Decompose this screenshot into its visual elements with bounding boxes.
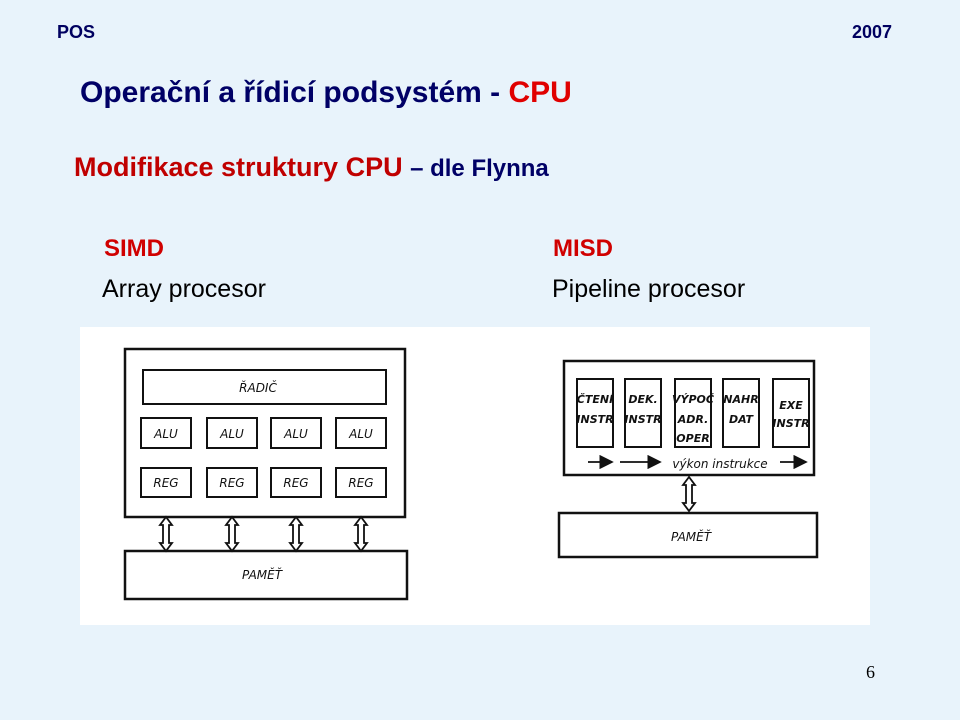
misd-stage-3-line-3: OPER [676, 432, 709, 445]
misd-stage-2 [624, 378, 662, 448]
misd-stage-3-line-2: ADR. [677, 413, 709, 426]
simd-reg-label-1: REG [153, 476, 178, 490]
diagram-svg: ŘADIČ ALU ALU ALU ALU REG REG REG REG PA… [123, 347, 819, 601]
misd-stage-4-line-2: DAT [729, 413, 755, 426]
misd-stage-5 [772, 378, 810, 448]
simd-frame [123, 347, 407, 519]
simd-reg-label-2: REG [219, 476, 244, 490]
misd-stage-2-line-1: DEK. [628, 393, 657, 406]
misd-stage-4 [722, 378, 760, 448]
simd-controller-box [142, 369, 387, 405]
misd-memory-box [557, 511, 819, 559]
simd-reg-label-4: REG [348, 476, 373, 490]
simd-alu-label-2: ALU [219, 427, 244, 441]
simd-reg-label-3: REG [283, 476, 308, 490]
simd-bus-arrows [158, 515, 369, 553]
simd-heading: SIMD [104, 235, 164, 262]
misd-stage-5-line-2: INSTR [772, 417, 809, 430]
misd-subheading: Pipeline procesor [552, 275, 746, 303]
simd-memory-label: PAMĚŤ [242, 567, 284, 582]
simd-reg-4 [335, 467, 387, 498]
misd-stage-1-line-2: INSTR [576, 413, 613, 426]
page-subtitle: Modifikace struktury CPU – dle Flynna [74, 152, 549, 183]
misd-bus-arrow [681, 475, 697, 513]
simd-reg-1 [140, 467, 192, 498]
architecture-diagram: ŘADIČ ALU ALU ALU ALU REG REG REG REG PA… [80, 327, 870, 625]
misd-stage-5-line-1: EXE [779, 399, 803, 412]
title-main: Operační a řídicí podsystém - [80, 76, 509, 109]
misd-memory-label: PAMĚŤ [671, 529, 713, 544]
misd-stage-4-line-1: NAHR [723, 393, 758, 406]
simd-alu-2 [206, 417, 258, 449]
simd-alu-label-1: ALU [153, 427, 178, 441]
misd-stage-1-line-1: ČTENÍ [577, 392, 614, 406]
subtitle-rest: – dle Flynna [410, 155, 549, 182]
misd-flow-label: výkon instrukce [672, 457, 767, 471]
misd-frame [562, 359, 816, 477]
simd-controller-label: ŘADIČ [239, 380, 277, 395]
simd-reg-2 [206, 467, 258, 498]
simd-alu-4 [335, 417, 387, 449]
subtitle-main: Modifikace struktury CPU [74, 152, 411, 182]
misd-stage-1 [576, 378, 614, 448]
misd-stage-3 [674, 378, 712, 448]
simd-subheading: Array procesor [102, 275, 266, 303]
simd-reg-3 [270, 467, 322, 498]
title-accent: CPU [508, 76, 572, 109]
misd-stage-2-line-2: INSTR [624, 413, 661, 426]
simd-alu-label-4: ALU [348, 427, 373, 441]
misd-stage-3-line-1: VÝPOČ [672, 392, 715, 406]
simd-alu-3 [270, 417, 322, 449]
simd-memory-box [123, 549, 409, 601]
page-number: 6 [866, 662, 875, 682]
simd-alu-label-3: ALU [283, 427, 308, 441]
header-right: 2007 [851, 22, 892, 42]
simd-alu-1 [140, 417, 192, 449]
page-title: Operační a řídicí podsystém - CPU [80, 76, 572, 110]
misd-heading: MISD [553, 235, 613, 262]
header-left: POS [57, 22, 96, 42]
